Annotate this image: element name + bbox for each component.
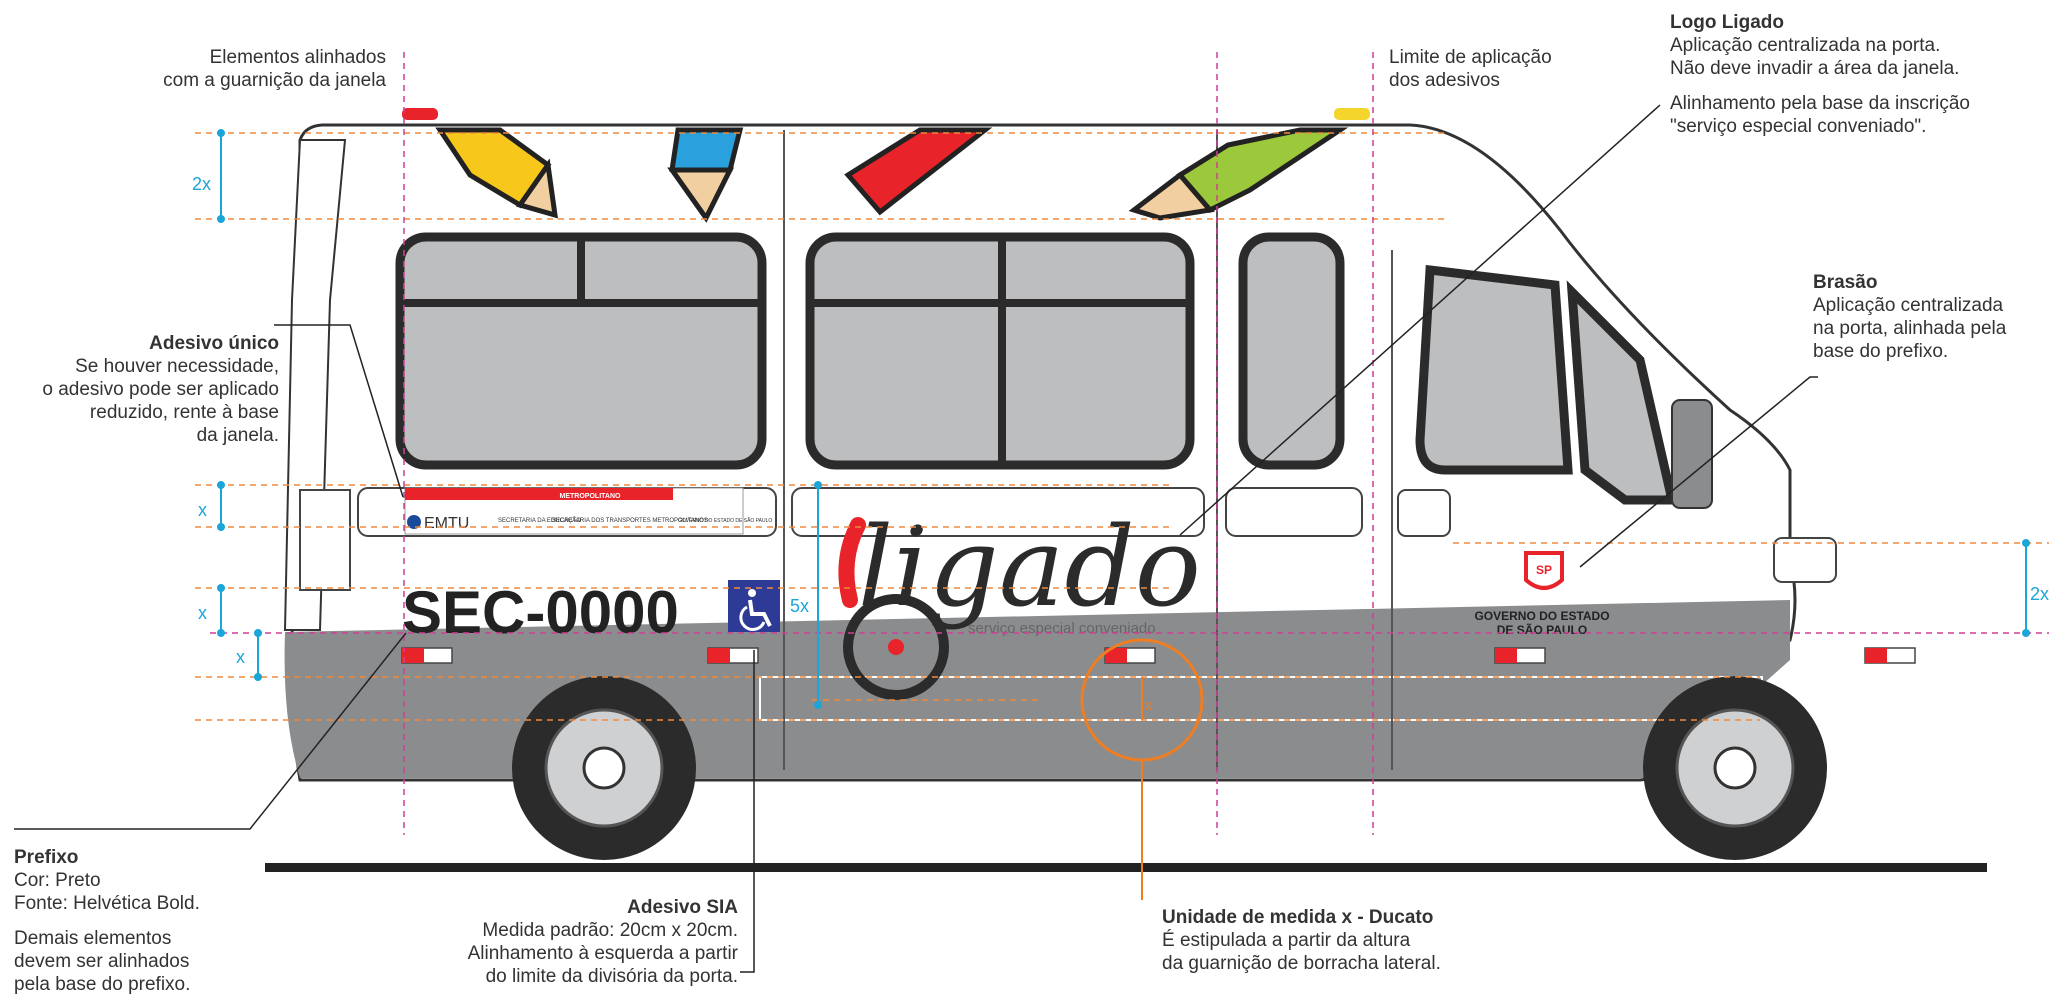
crest-text: SP [1536,563,1552,577]
annotation-unidade: Unidade de medida x - Ducato É estipulad… [1162,907,1441,974]
annotation-prefixo: Prefixo Cor: Preto Fonte: Helvética Bold… [14,847,200,995]
window-3 [1238,232,1345,470]
window-2 [805,232,1195,470]
rear-wheel [512,676,696,860]
unit-circle: x [1080,638,1204,900]
dim-2x-right: 2x [2030,584,2049,604]
ground-line [265,863,1987,872]
orange-guides [195,132,2049,721]
windshield-side [1566,280,1678,505]
molding-2 [791,487,1205,537]
prefix-text: SEC-0000 [402,579,679,646]
gov-small-text: GOVERNO DO ESTADO DE SÃO PAULO [678,517,772,524]
annotation-logo-ligado: Logo Ligado Aplicação centralizada na po… [1670,12,1970,137]
pink-guides [210,52,2049,835]
leader-lines [14,104,1818,973]
dim-5x: 5x [790,596,809,616]
annotation-brasao: Brasão Aplicação centralizada na porta, … [1813,272,2007,362]
roof-light-yellow [1334,108,1370,120]
pencil-green [1128,127,1349,221]
rear-light [299,489,351,591]
side-rubber-strip [759,676,1763,721]
gov-line2: DE SÃO PAULO [1497,622,1587,637]
molding-3 [1225,487,1363,537]
dim-x-1: x [198,500,207,520]
dim-x-3: x [236,647,245,667]
sec-transp-text: SECRETARIA DOS TRANSPORTES METROPOLITANO… [552,518,708,524]
annotation-adesivo-unico: Adesivo único Se houver necessidade, o a… [42,333,279,446]
pencil-blue [667,127,744,223]
sec-educ-text: SECRETARIA DA EDUCAÇÃO [498,517,581,524]
side-mirror [1671,399,1713,509]
unit-x-label: x [1145,697,1152,713]
strip-label: METROPOLITANO [560,493,621,500]
cab-window [1415,264,1573,475]
window-1 [395,232,767,470]
front-vent [1773,537,1837,583]
logo-text: ligado [858,503,1201,631]
logo-tagline: serviço especial conveniado [968,620,1156,637]
pencil-red [844,127,993,216]
door-handle [1397,489,1451,537]
roof-light-red [402,108,438,120]
annotation-limite: Limite de aplicação dos adesivos [1389,47,1552,91]
front-wheel [1643,676,1827,860]
emtu-text: EMTU [424,515,469,532]
dimension-markers [217,129,2030,709]
gov-line1: GOVERNO DO ESTADO [1474,609,1609,623]
dim-2x: 2x [192,174,211,194]
pencil-yellow [435,127,559,219]
reflectors [401,647,1916,664]
dim-x-2: x [198,603,207,623]
annotation-elementos: Elementos alinhados com a guarnição da j… [163,47,386,91]
annotation-sia: Adesivo SIA Medida padrão: 20cm x 20cm. … [467,897,738,987]
